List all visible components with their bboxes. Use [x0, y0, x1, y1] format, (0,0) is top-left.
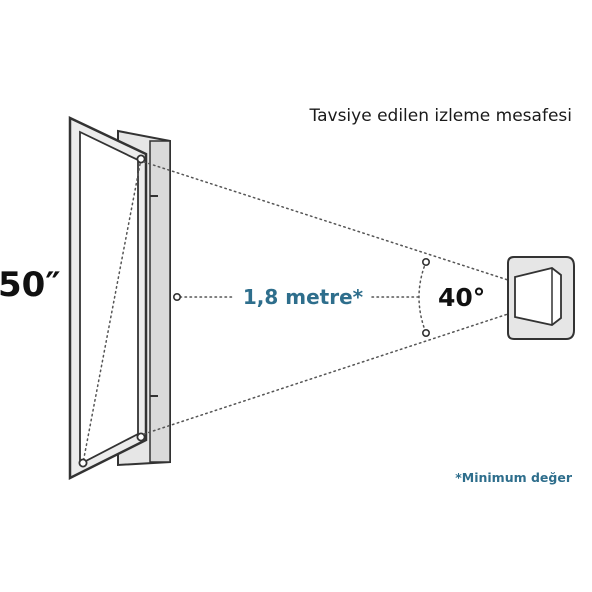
viewing-cone — [143, 161, 509, 435]
screen-size-label: 50″ — [0, 265, 61, 305]
screen-corner-top — [136, 154, 146, 164]
angle-marker-bottom — [421, 328, 430, 337]
footnote: *Minimum değer — [455, 470, 573, 485]
tv-panel — [68, 116, 148, 481]
viewer-head — [507, 256, 575, 340]
angle-marker-top — [421, 257, 430, 266]
screen-corner-left — [78, 458, 88, 468]
screen-corner-bottom — [136, 432, 146, 442]
angle-label: 40° — [438, 283, 485, 312]
diagram-title: Tavsiye edilen izleme mesafesi — [309, 106, 572, 126]
distance-start-marker — [173, 292, 182, 301]
distance-label: 1,8 metre* — [243, 285, 364, 309]
